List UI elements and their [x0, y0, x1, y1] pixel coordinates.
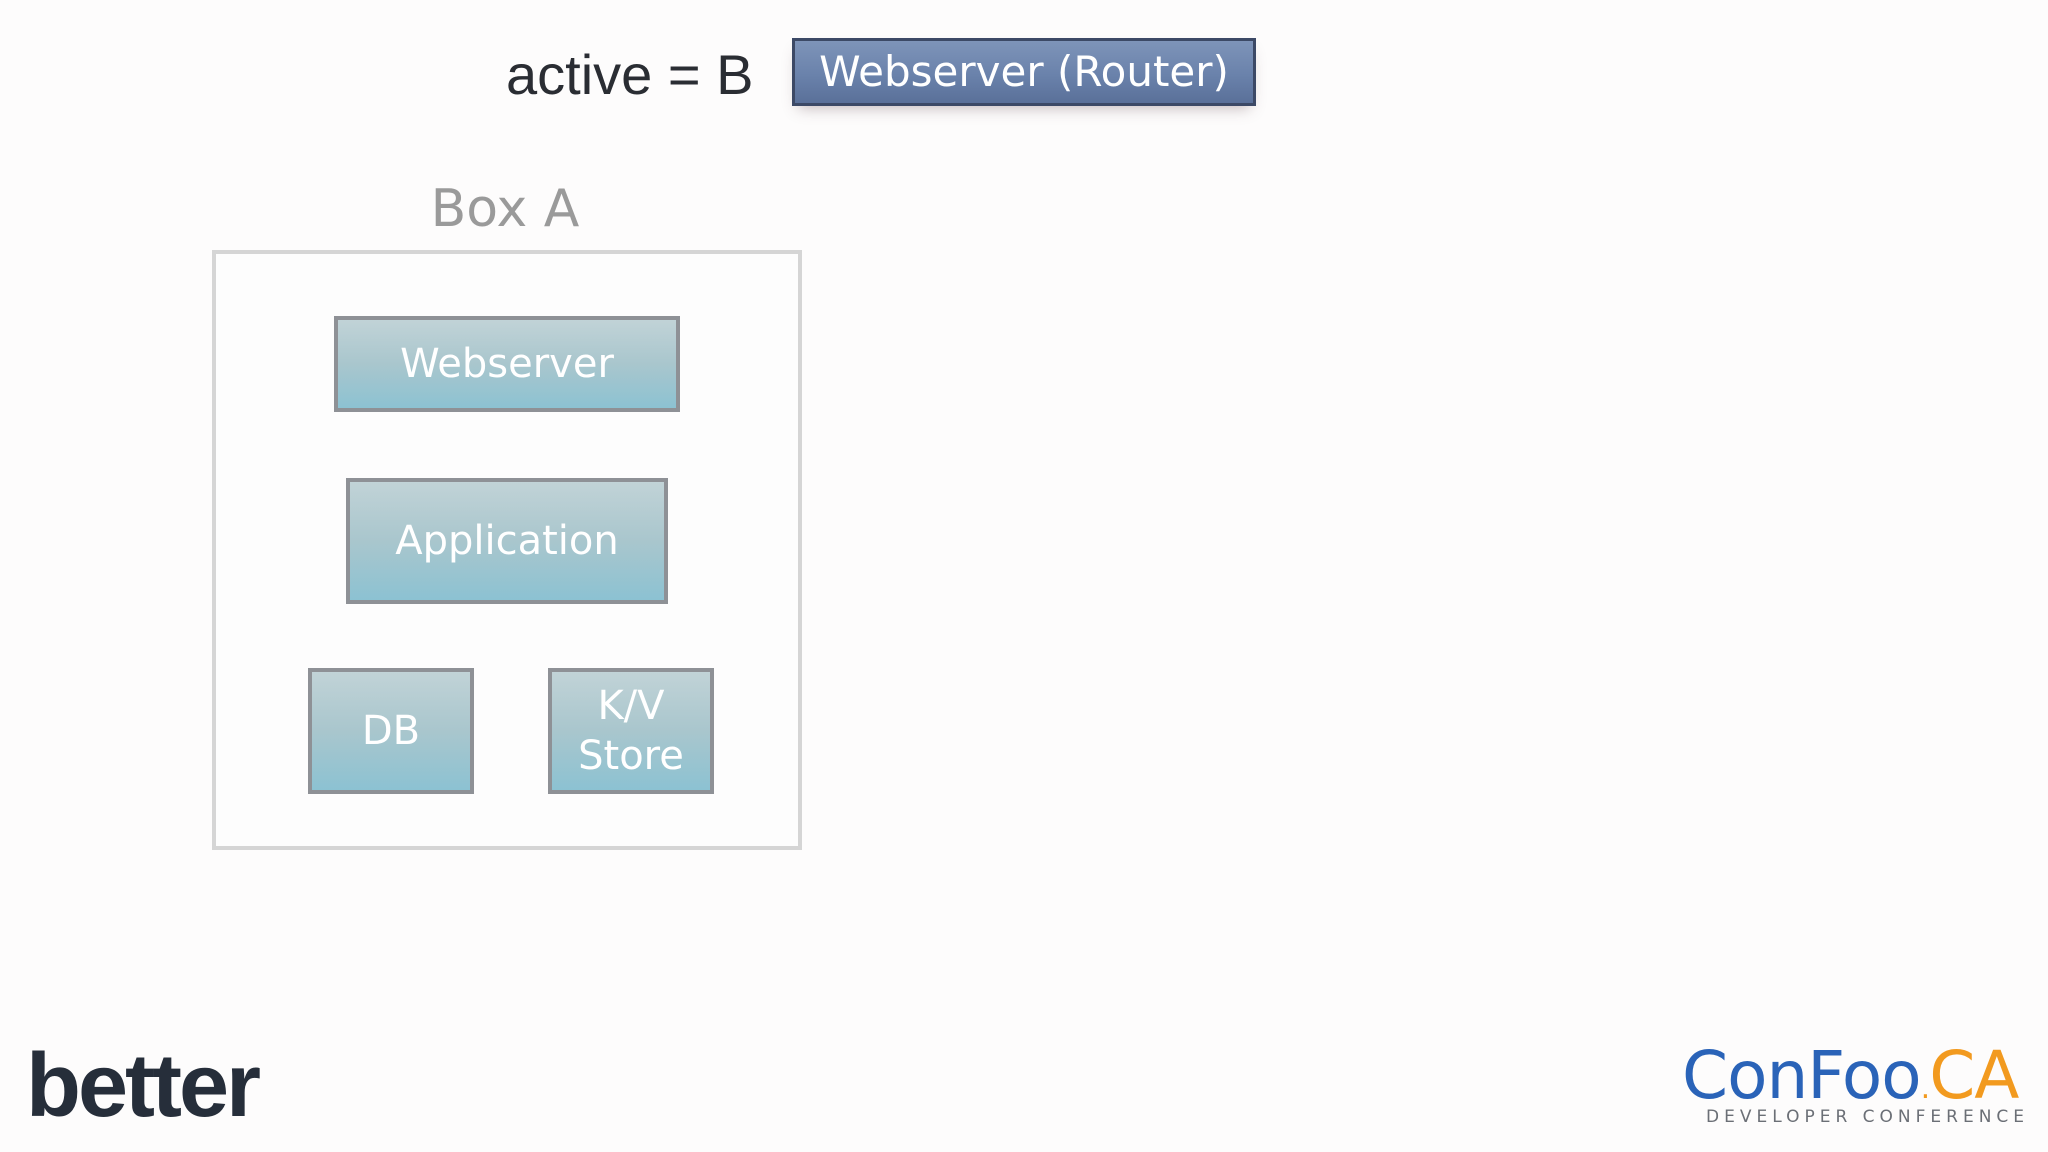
- confoo-wordmark: ConFoo.CA: [1682, 1037, 2019, 1127]
- db-label: DB: [361, 708, 421, 754]
- kv-label-line1: K/V: [597, 683, 665, 729]
- better-logo: better: [26, 1036, 261, 1136]
- webserver-label: Webserver: [400, 341, 614, 387]
- box-a-title: Box A: [430, 179, 580, 239]
- application-label: Application: [395, 518, 619, 564]
- confoo-word: ConFoo: [1682, 1037, 1922, 1114]
- db-component: DB: [308, 668, 474, 794]
- confoo-tagline: DEVELOPER CONFERENCE: [1706, 1107, 2030, 1127]
- application-component: Application: [346, 478, 668, 604]
- confoo-dot: .: [1920, 1071, 1930, 1106]
- active-state-label: active = B: [506, 43, 754, 106]
- confoo-tld: CA: [1929, 1037, 2019, 1114]
- kv-store-component: K/V Store: [548, 668, 714, 794]
- webserver-component: Webserver: [334, 316, 680, 412]
- router-webserver-box: Webserver (Router): [792, 38, 1256, 106]
- kv-label-line2: Store: [578, 733, 684, 779]
- confoo-logo: ConFoo.CA DEVELOPER CONFERENCE: [1682, 1037, 2024, 1128]
